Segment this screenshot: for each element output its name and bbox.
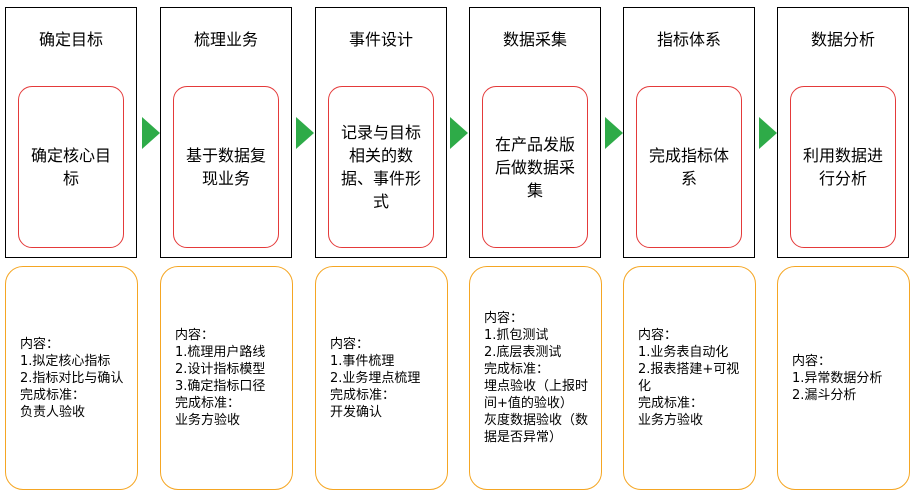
stage-goal-text: 利用数据进行分析 [803, 146, 884, 188]
stage-title: 确定目标 [38, 30, 103, 49]
detail-line: 1.梳理用户路线 [175, 345, 266, 360]
stage-title: 指标体系 [656, 30, 721, 49]
detail-line: 内容： [175, 328, 215, 343]
detail-lines: 内容： 1.抓包测试 2.底层表测试 完成标准： 埋点验收（上报时间+值的验收）… [470, 310, 601, 446]
stage-title: 数据采集 [502, 30, 567, 49]
stage-box-3: 事件设计 记录与目标相关的数据、事件形式 [315, 7, 447, 258]
stage-title: 事件设计 [348, 30, 413, 49]
detail-lines: 内容： 1.业务表自动化 2.报表搭建+可视化 完成标准： 业务方验收 [624, 327, 755, 429]
detail-line: 2.业务埋点梳理 [330, 370, 421, 386]
detail-line: 业务方验收 [638, 413, 704, 428]
detail-card-1: 内容： 1.拟定核心指标 2.指标对比与确认 完成标准： 负责人验收 [5, 266, 138, 490]
stage-goal-text: 完成指标体系 [649, 146, 730, 188]
arrow-right-icon [759, 117, 777, 149]
detail-line: 完成标准： [638, 396, 704, 411]
arrow-right-icon [142, 117, 160, 149]
detail-line: 2.漏斗分析 [792, 387, 857, 403]
detail-line: 2.报表搭建+可视化 [638, 362, 740, 394]
detail-lines: 内容： 1.拟定核心指标 2.指标对比与确认 完成标准： 负责人验收 [6, 336, 137, 421]
detail-line: 内容： [20, 336, 60, 352]
stage-goal-box: 确定核心目标 [18, 86, 124, 248]
stage-box-4: 数据采集 在产品发版后做数据采集 [469, 7, 601, 258]
stage-goal-box: 利用数据进行分析 [790, 86, 896, 248]
stage-goal-box: 在产品发版后做数据采集 [482, 86, 588, 248]
detail-line: 2.底层表测试 [484, 345, 562, 360]
detail-line: 2.指标对比与确认 [20, 370, 124, 386]
stage-goal-box: 记录与目标相关的数据、事件形式 [328, 86, 434, 248]
stage-goal-text: 基于数据复现业务 [186, 146, 267, 188]
arrow-right-icon [296, 117, 314, 149]
detail-line: 完成标准： [20, 387, 86, 403]
detail-line: 1.抓包测试 [484, 328, 549, 343]
stage-box-5: 指标体系 完成指标体系 [623, 7, 755, 258]
stage-title: 数据分析 [810, 30, 875, 49]
detail-line: 埋点验收（上报时间+值的验收） [484, 379, 589, 411]
detail-line: 内容： [484, 311, 524, 326]
detail-card-5: 内容： 1.业务表自动化 2.报表搭建+可视化 完成标准： 业务方验收 [623, 266, 756, 490]
detail-card-4: 内容： 1.抓包测试 2.底层表测试 完成标准： 埋点验收（上报时间+值的验收）… [469, 266, 602, 490]
stage-goal-text: 确定核心目标 [31, 146, 112, 188]
stage-box-1: 确定目标 确定核心目标 [5, 7, 137, 258]
detail-card-6: 内容： 1.异常数据分析 2.漏斗分析 [777, 266, 910, 490]
stage-title: 梳理业务 [193, 30, 258, 49]
detail-line: 1.业务表自动化 [638, 345, 729, 360]
detail-card-2: 内容： 1.梳理用户路线 2.设计指标模型 3.确定指标口径 完成标准： 业务方… [160, 266, 293, 490]
detail-line: 2.设计指标模型 [175, 362, 266, 377]
detail-line: 1.事件梳理 [330, 353, 395, 369]
detail-line: 开发确认 [330, 404, 383, 420]
detail-line: 1.异常数据分析 [792, 370, 883, 386]
stage-goal-box: 基于数据复现业务 [173, 86, 279, 248]
detail-lines: 内容： 1.异常数据分析 2.漏斗分析 [778, 353, 909, 404]
detail-line: 负责人验收 [20, 404, 86, 420]
detail-line: 内容： [330, 336, 370, 352]
detail-line: 完成标准： [330, 387, 396, 403]
detail-line: 灰度数据验收（数据是否异常） [484, 413, 589, 445]
stage-goal-text: 记录与目标相关的数据、事件形式 [341, 123, 422, 211]
detail-line: 内容： [638, 328, 678, 343]
arrow-right-icon [605, 117, 623, 149]
detail-lines: 内容： 1.梳理用户路线 2.设计指标模型 3.确定指标口径 完成标准： 业务方… [161, 327, 292, 429]
stage-box-6: 数据分析 利用数据进行分析 [777, 7, 909, 258]
detail-lines: 内容： 1.事件梳理 2.业务埋点梳理 完成标准： 开发确认 [316, 336, 447, 421]
detail-line: 完成标准： [484, 362, 550, 377]
stage-goal-box: 完成指标体系 [636, 86, 742, 248]
detail-line: 3.确定指标口径 [175, 379, 266, 394]
detail-line: 完成标准： [175, 396, 241, 411]
detail-line: 1.拟定核心指标 [20, 353, 111, 369]
detail-card-3: 内容： 1.事件梳理 2.业务埋点梳理 完成标准： 开发确认 [315, 266, 448, 490]
stage-box-2: 梳理业务 基于数据复现业务 [160, 7, 292, 258]
detail-line: 业务方验收 [175, 413, 241, 428]
arrow-right-icon [450, 117, 468, 149]
detail-line: 内容： [792, 353, 832, 369]
stage-goal-text: 在产品发版后做数据采集 [495, 134, 576, 200]
